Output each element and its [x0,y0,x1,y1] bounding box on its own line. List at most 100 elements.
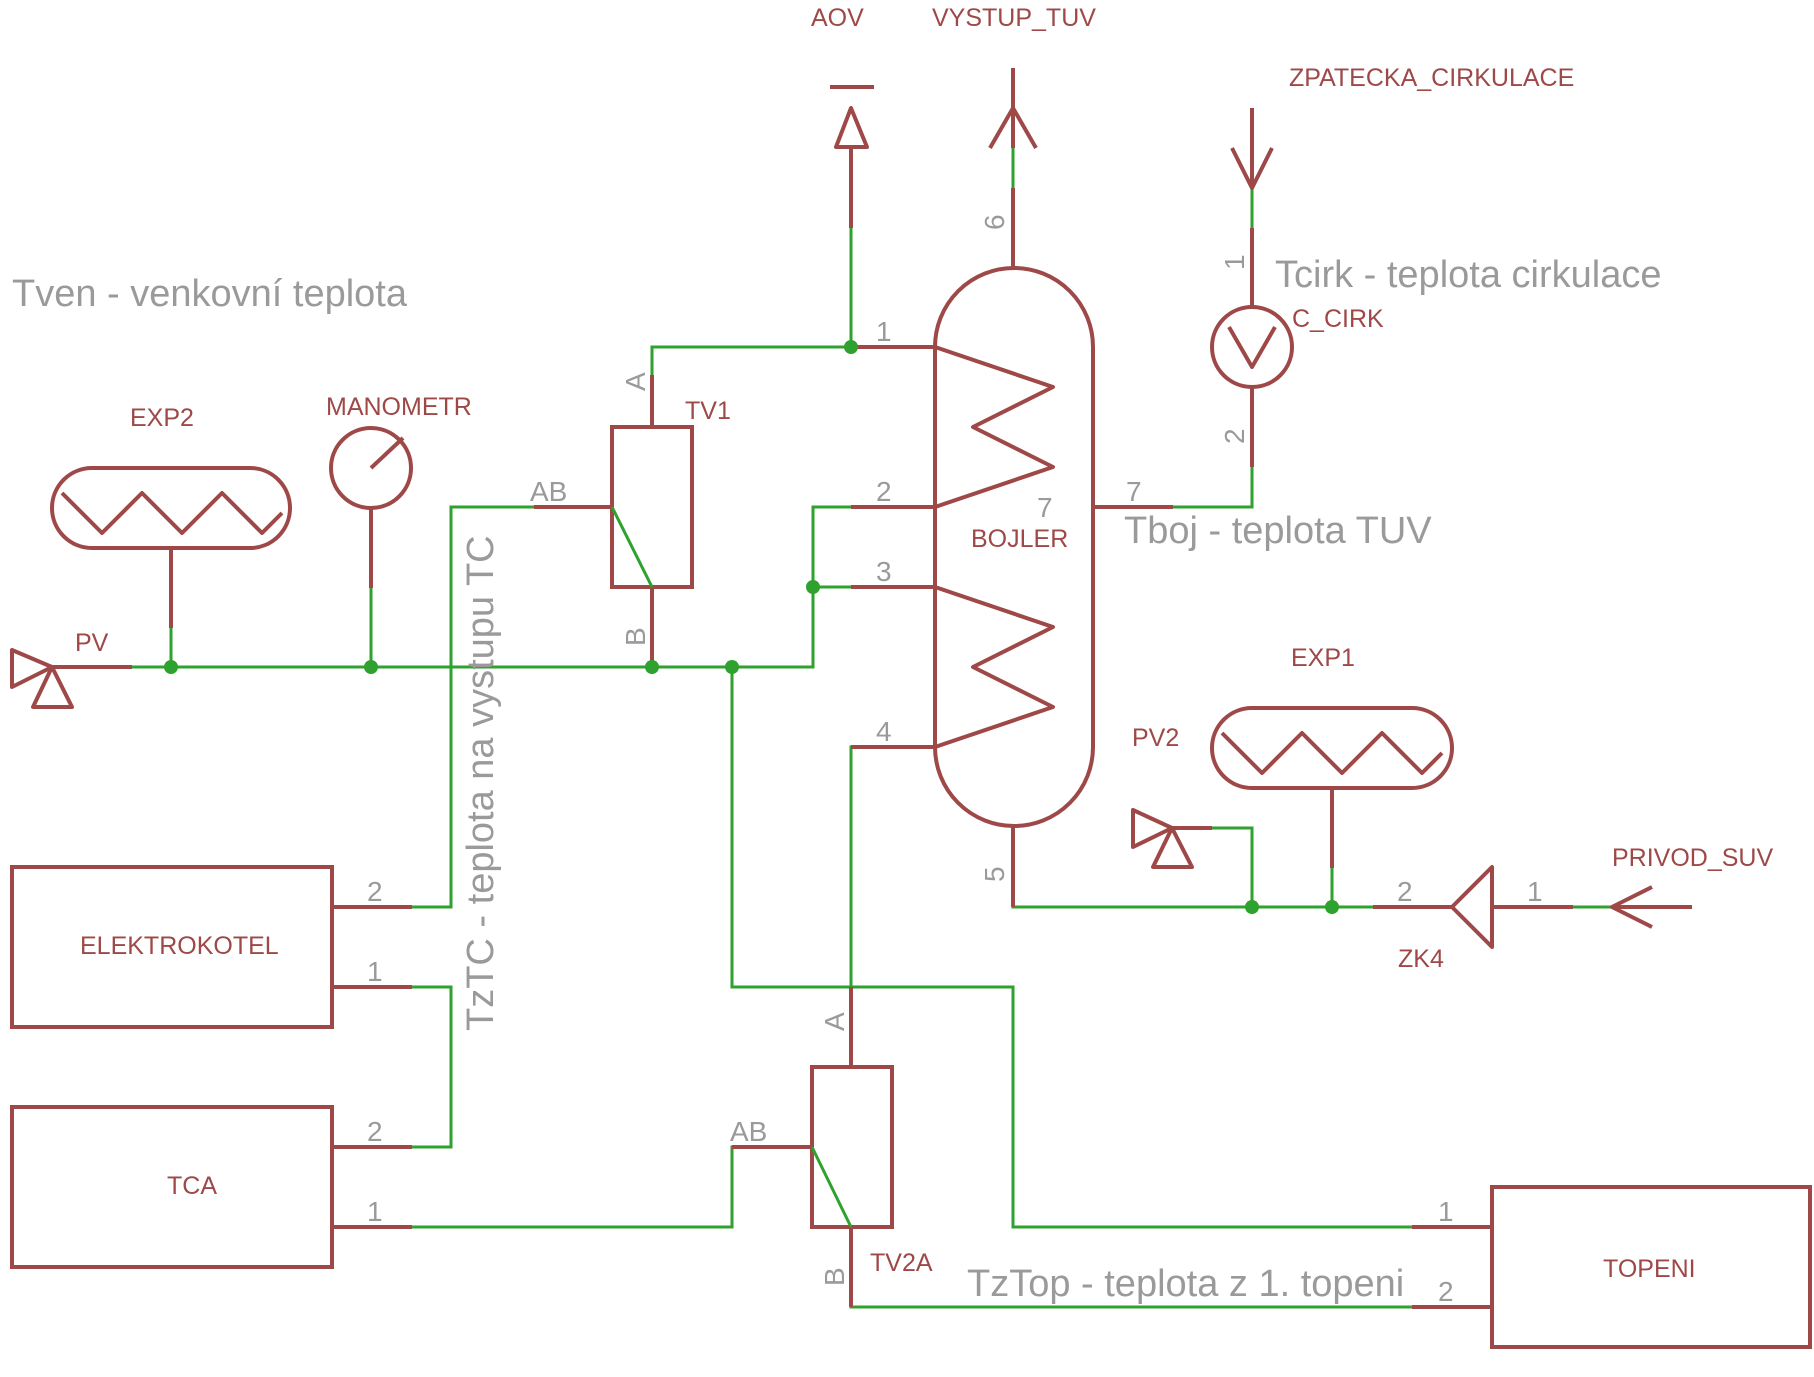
wire-main-line [132,585,935,669]
exp1-body [1210,706,1454,790]
wire-tca1-tv2ab [412,1145,774,1229]
label-tv2a: TV2A [870,1249,933,1277]
pv2-triangle-down [1151,826,1194,869]
bojler-coil-lower [934,585,1055,749]
exp1-zigzag [1220,731,1444,775]
wire-tv1-a [650,345,851,375]
pin-tv1-ab: AB [530,476,567,507]
pin-bojler-7a: 7 [1126,476,1142,507]
elektrokotel-box[interactable] [10,865,334,1029]
label-pv: PV [75,629,109,657]
note-tcirk: Tcirk - teplota cirkulace [1275,254,1661,296]
zpatecka-arrow-icon [1230,147,1274,190]
junction-dot [844,340,858,354]
pin-tv1-a: A [620,372,651,391]
junction-dot [164,660,178,674]
pv-valve[interactable] [10,648,74,709]
label-c-cirk: C_CIRK [1292,305,1384,333]
pin-ccirk-1: 1 [1219,254,1250,270]
topeni-box[interactable] [1490,1185,1812,1349]
pin-ek-2: 2 [367,876,383,907]
pin-tca-2: 2 [367,1116,383,1147]
label-topeni: TOPENI [1603,1255,1696,1283]
component-labels: AOV VYSTUP_TUV ZPATECKA_CIRKULACE EXP2 M… [75,4,1773,1283]
pin-bojler-3: 3 [876,556,892,587]
annotations: Tven - venkovní teplota Tcirk - teplota … [12,254,1661,1305]
note-tboj: Tboj - teplota TUV [1124,510,1432,552]
wire-ek1-tca2 [412,985,453,1149]
label-vystup-tuv: VYSTUP_TUV [932,4,1096,32]
pv-triangle-down [31,665,74,709]
pv2-valve[interactable] [1131,808,1194,869]
junction-dot [725,660,739,674]
junction-dot [1325,900,1339,914]
pin-ek-1: 1 [367,956,383,987]
pin-top-1: 1 [1438,1196,1454,1227]
wire-tv1-ab [412,505,534,909]
tv2a-flap [810,1146,853,1228]
label-pv2: PV2 [1132,724,1179,752]
pin-tv2-b: B [819,1267,850,1286]
aov-triangle [834,106,869,149]
wire-to-topeni-1 [730,667,1412,1229]
pin-labels: 1 2 3 4 7 7 2 1 2 1 1 2 2 1 AB AB 5 6 1 … [367,214,1543,1307]
label-exp1: EXP1 [1291,644,1355,672]
pin-zk4-2: 2 [1397,876,1413,907]
label-privod-suv: PRIVOD_SUV [1612,844,1773,872]
manometr-needle [369,436,405,470]
tv1-flap [610,506,654,588]
pin-tv2-a: A [819,1012,850,1031]
aov-symbol[interactable] [830,85,874,149]
pin-bojler-7b: 7 [1037,492,1053,523]
pin-bojler-2: 2 [876,476,892,507]
vystup-tuv-arrow-icon [988,106,1038,149]
bojler-tank[interactable] [933,266,1095,828]
junction-dot [645,660,659,674]
label-bojler: BOJLER [971,525,1068,553]
note-tztc: TzTC - teplota na vystupu TC [460,535,502,1031]
bojler-outline [933,266,1095,828]
tv1-valve[interactable] [610,425,694,589]
pv-triangle-left [10,648,54,689]
wire-bojler4-tv2a [849,745,889,1067]
label-tv1: TV1 [685,397,731,425]
bojler-coil-upper [934,345,1055,509]
pin-ccirk-2: 2 [1219,428,1250,444]
label-manometr: MANOMETR [326,393,472,421]
junction-dot [806,580,820,594]
pv2-triangle-left [1131,808,1174,849]
pump-v-icon [1227,326,1277,369]
exp2-vessel[interactable] [50,466,292,550]
pin-tca-1: 1 [367,1196,383,1227]
pin-top-2: 2 [1438,1276,1454,1307]
exp2-body [50,466,292,550]
label-zk4: ZK4 [1398,945,1444,973]
label-aov: AOV [811,4,864,32]
component-leads [52,68,1573,1309]
tv2a-body [810,1065,894,1229]
junctions [164,340,1339,914]
tv1-body [610,425,694,589]
note-tztop: TzTop - teplota z 1. topeni [967,1263,1404,1305]
circulation-pump[interactable] [1210,305,1294,389]
label-exp2: EXP2 [130,404,194,432]
wire-bojler5-zk4 [1011,867,1373,909]
pin-tv2-ab: AB [730,1116,767,1147]
tca-box[interactable] [10,1105,334,1269]
pin-zk4-1: 1 [1527,876,1543,907]
pin-bojler-4: 4 [876,716,892,747]
junction-dot [364,660,378,674]
wire-bojler-2-3 [811,505,851,587]
zk4-check-valve-icon[interactable] [1450,865,1494,949]
pin-bojler-6: 6 [979,214,1010,230]
pump-circle [1210,305,1294,389]
pin-tv1-b: B [620,627,651,646]
label-zpatecka: ZPATECKA_CIRKULACE [1289,64,1574,92]
exp1-vessel[interactable] [1210,706,1454,790]
junction-dot [1245,900,1259,914]
wire-ccirk-bojler7 [1173,467,1254,509]
manometr-gauge[interactable] [329,426,413,510]
tv2a-valve[interactable] [810,1065,894,1229]
label-tca: TCA [167,1172,217,1200]
